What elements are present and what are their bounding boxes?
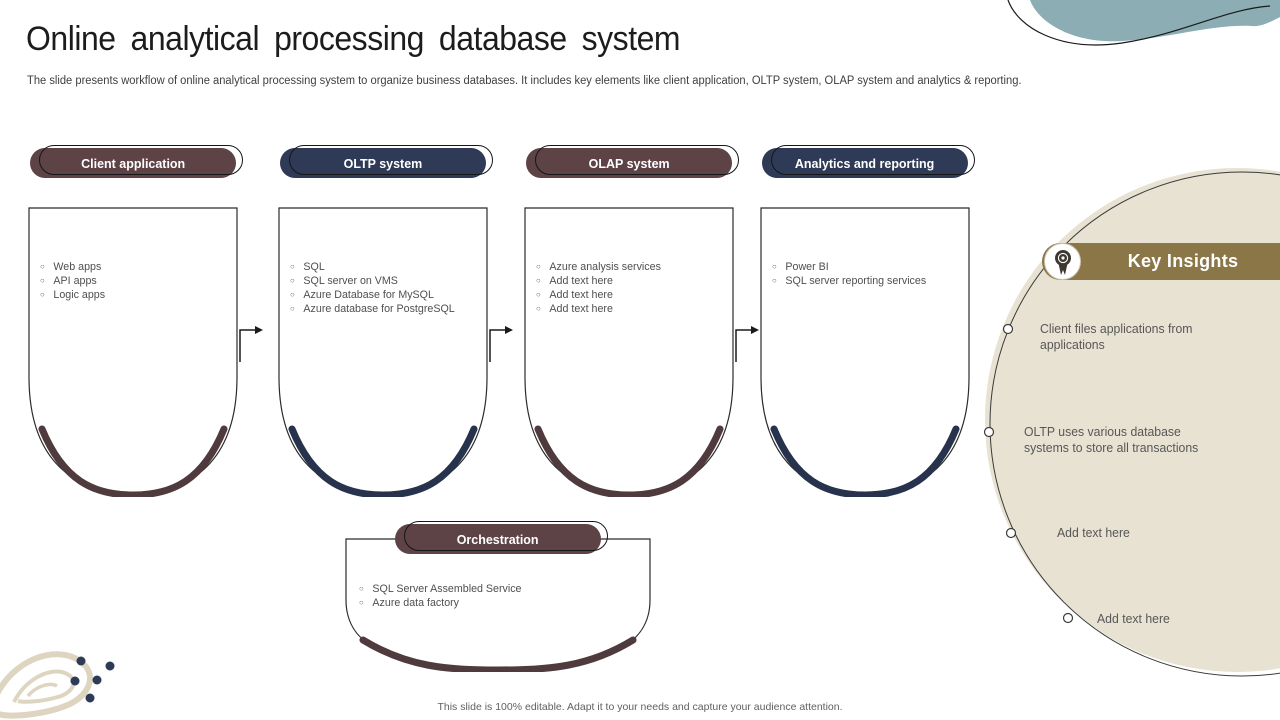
list-item: ○Azure analysis services — [536, 261, 661, 273]
key-insights-banner: Key Insights — [1042, 243, 1280, 280]
list-item: ○SQL Server Assembled Service — [359, 583, 522, 595]
list-item: ○SQL server on VMS — [290, 275, 398, 287]
dots-decoration — [70, 656, 115, 703]
list-item: ○Azure Database for MySQL — [290, 289, 434, 301]
orchestration-list: ○SQL Server Assembled Service ○Azure dat… — [359, 582, 647, 610]
text-placeholder[interactable]: Add text here — [549, 275, 613, 287]
container-outline — [278, 207, 488, 497]
insight-item-placeholder[interactable]: Add text here — [1097, 612, 1170, 626]
award-ribbon-icon — [1044, 243, 1081, 280]
footer-note: This slide is 100% editable. Adapt it to… — [437, 701, 843, 713]
list-item[interactable]: ○ Add text here — [536, 274, 724, 288]
list-item[interactable]: ○ Add text here — [536, 288, 724, 302]
header-pill-olap-system: OLAP system — [526, 145, 739, 178]
orchestration-section: Orchestration ○SQL Server Assembled Serv… — [345, 521, 651, 674]
key-insights-title: Key Insights — [1127, 251, 1239, 271]
swirl-doodle-decoration — [0, 651, 115, 719]
circle-bullet: ○ — [290, 276, 295, 285]
circle-bullet: ○ — [290, 290, 295, 299]
olap-system-list: ○Azure analysis services ○Add text here … — [536, 260, 730, 316]
circle-bullet: ○ — [40, 262, 45, 271]
list-item: ○SQL server reporting services — [772, 275, 927, 287]
header-pill-analytics-reporting: Analytics and reporting — [762, 145, 975, 178]
flow-arrow-right — [239, 326, 263, 362]
page-subtitle: The slide presents workflow of online an… — [27, 75, 1022, 87]
timeline-node — [1062, 612, 1074, 624]
analytics-reporting-list: ○Power BI ○SQL server reporting services — [772, 260, 966, 288]
list-item: ○Web apps — [40, 261, 102, 273]
column-analytics-reporting: Analytics and reporting ○Power BI ○SQL s… — [760, 145, 975, 500]
circle-bullet: ○ — [359, 584, 364, 593]
pill-label: OLAP system — [588, 155, 670, 171]
oltp-system-list: ○SQL ○SQL server on VMS ○Azure Database … — [290, 260, 484, 316]
column-client-application: Client application ○Web apps ○API apps ○… — [28, 145, 243, 500]
circle-bullet: ○ — [40, 290, 45, 299]
list-item: ○API apps — [40, 275, 97, 287]
header-pill-oltp-system: OLTP system — [280, 145, 493, 178]
column-oltp-system: OLTP system ○SQL ○SQL server on VMS ○Azu… — [278, 145, 493, 500]
circle-bullet: ○ — [536, 262, 541, 271]
insight-item-placeholder[interactable]: Add text here — [1057, 526, 1130, 540]
column-olap-system: OLAP system ○Azure analysis services ○ Ad… — [524, 145, 739, 500]
timeline-node — [1005, 527, 1017, 539]
timeline-node — [983, 426, 995, 438]
header-pill-orchestration: Orchestration — [395, 521, 608, 554]
circle-bullet: ○ — [359, 598, 364, 607]
flow-arrow-right — [735, 326, 759, 362]
container-outline — [524, 207, 734, 497]
container-outline — [760, 207, 970, 497]
container-outline — [345, 538, 651, 672]
list-item: ○SQL — [290, 261, 325, 273]
list-item: ○Azure database for PostgreSQL — [290, 303, 455, 315]
insight-item: OLTP uses various database systems to st… — [1024, 425, 1199, 455]
header-pill-client-application: Client application — [30, 145, 243, 178]
container-outline — [28, 207, 238, 497]
list-item: ○Power BI — [772, 261, 829, 273]
circle-bullet: ○ — [290, 262, 295, 271]
circle-bullet: ○ — [536, 304, 541, 313]
circle-bullet: ○ — [772, 262, 777, 271]
teal-blob-decoration — [1007, 0, 1280, 46]
pill-label: OLTP system — [343, 155, 423, 171]
circle-bullet: ○ — [536, 290, 541, 299]
flow-arrow-right — [489, 326, 513, 362]
circle-bullet: ○ — [290, 304, 295, 313]
list-item: ○Azure data factory — [359, 597, 460, 609]
list-item: ○Logic apps — [40, 289, 106, 301]
page-title: Online analytical processing database sy… — [26, 20, 681, 58]
list-item[interactable]: ○ Add text here — [536, 302, 724, 316]
circle-bullet: ○ — [772, 276, 777, 285]
pill-label: Client application — [80, 155, 186, 171]
insight-item: Client files applications from applicati… — [1040, 322, 1193, 352]
timeline-node — [1002, 323, 1014, 335]
circle-bullet: ○ — [40, 276, 45, 285]
client-application-list: ○Web apps ○API apps ○Logic apps — [40, 260, 234, 302]
text-placeholder[interactable]: Add text here — [549, 289, 613, 301]
key-insights-circle-decoration — [983, 168, 1280, 677]
circle-bullet: ○ — [536, 276, 541, 285]
text-placeholder[interactable]: Add text here — [549, 303, 613, 315]
pill-label: Analytics and reporting — [795, 155, 935, 171]
pill-label: Orchestration — [457, 531, 539, 547]
